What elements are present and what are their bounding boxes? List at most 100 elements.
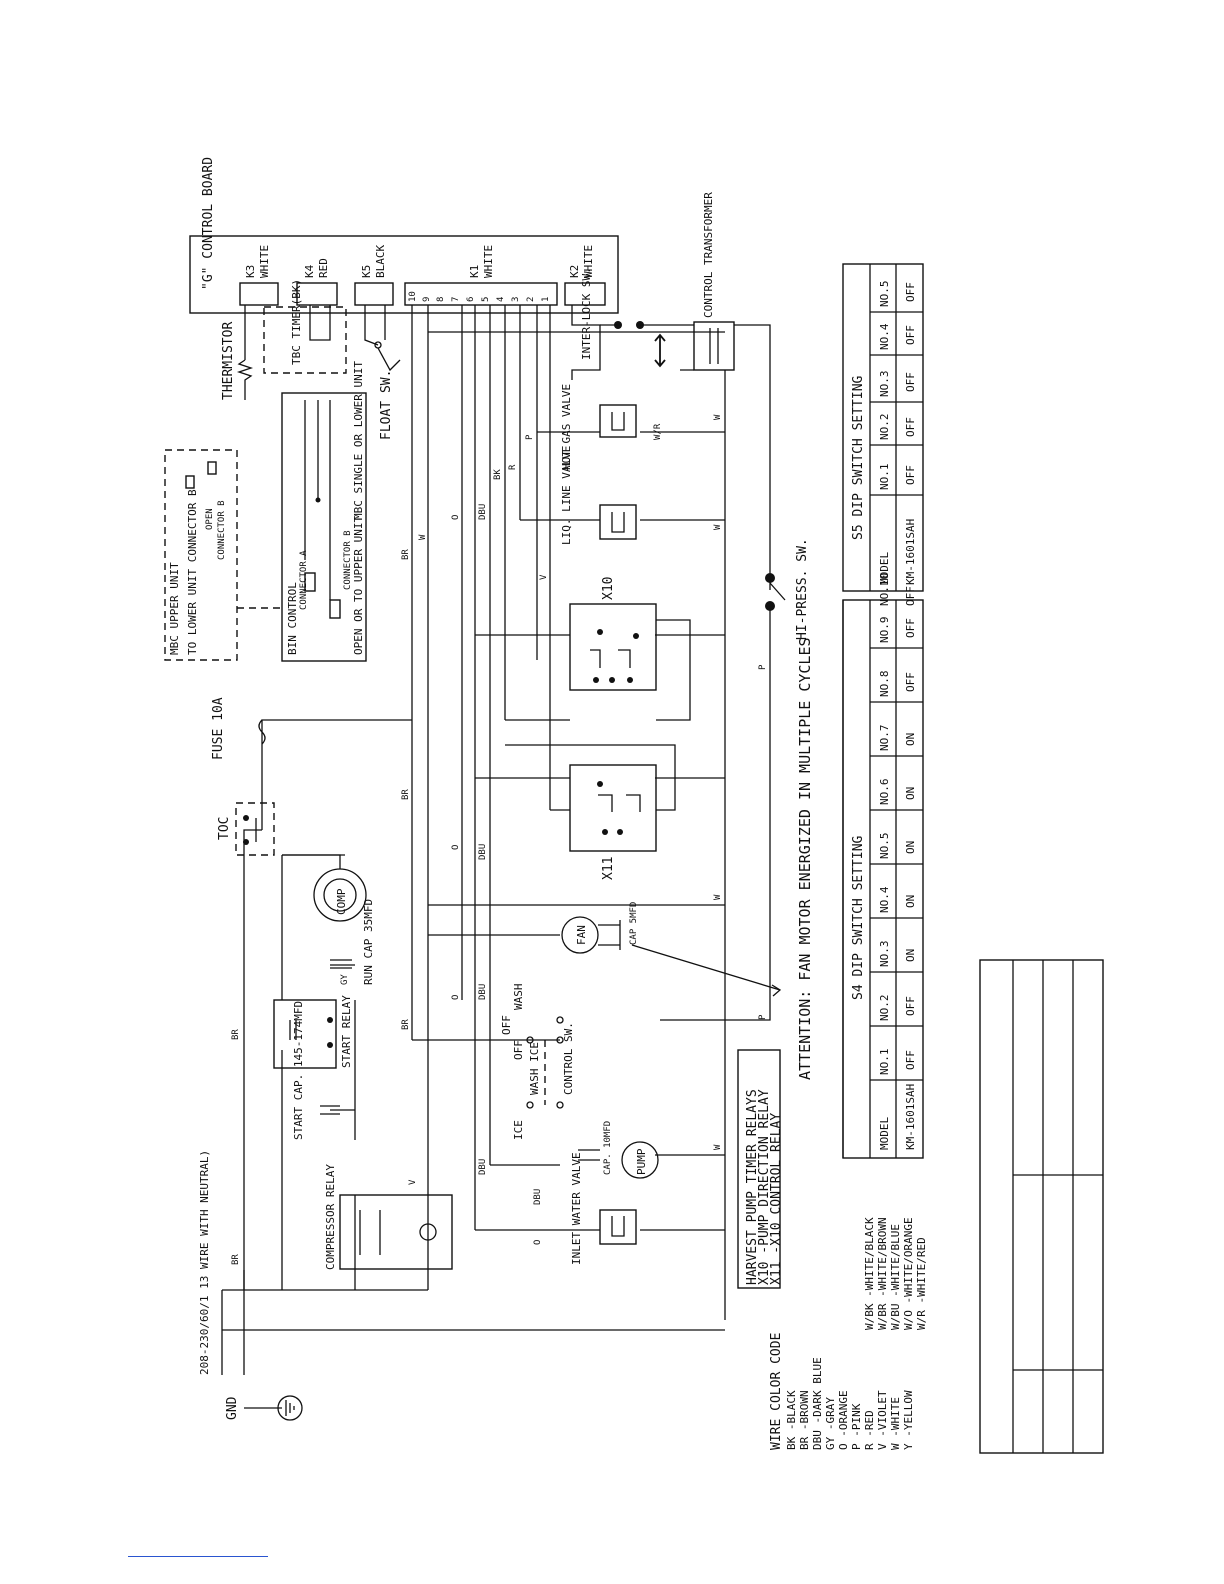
- svg-text:TBC TIMER(BK): TBC TIMER(BK): [290, 279, 303, 365]
- attention-note: ATTENTION: FAN MOTOR ENERGIZED IN MULTIP…: [796, 637, 814, 1080]
- connector-k2: [564, 282, 606, 306]
- svg-text:MBC SINGLE OR LOWER UNIT: MBC SINGLE OR LOWER UNIT: [352, 361, 365, 520]
- mbc-upper-unit: MBC UPPER UNIT TO LOWER UNIT CONNECTOR B…: [164, 449, 282, 661]
- svg-text:NO.10: NO.10: [878, 573, 891, 606]
- svg-text:NO.6: NO.6: [878, 779, 891, 806]
- svg-text:INLET WATER VALVE: INLET WATER VALVE: [570, 1152, 583, 1265]
- svg-text:R: R: [508, 464, 518, 470]
- svg-text:NO.3: NO.3: [878, 941, 891, 968]
- connector-k3-id: K3: [244, 265, 257, 278]
- float-switch: FLOAT SW.: [364, 305, 401, 440]
- svg-text:W: W: [713, 1144, 723, 1150]
- svg-text:1: 1: [541, 297, 551, 302]
- footer-rule: [128, 1556, 268, 1557]
- svg-text:2: 2: [526, 297, 536, 302]
- control-board-title: "G" CONTROL BOARD: [201, 157, 216, 290]
- svg-text:X11: X11: [601, 857, 616, 880]
- svg-text:NO.8: NO.8: [878, 671, 891, 698]
- svg-text:7: 7: [451, 297, 461, 302]
- start-relay: START RELAY: [273, 995, 353, 1069]
- svg-text:V: V: [408, 1179, 418, 1185]
- svg-text:W/O -WHITE/ORANGE: W/O -WHITE/ORANGE: [902, 1217, 915, 1330]
- tbc-timer: TBC TIMER(BK): [263, 279, 347, 374]
- svg-text:P: P: [525, 434, 535, 440]
- connector-k5: [354, 282, 394, 306]
- pump-motor: PUMP CAP. 10MFD: [578, 1121, 659, 1179]
- svg-text:OFF: OFF: [904, 282, 917, 302]
- svg-text:W/R: W/R: [653, 423, 663, 440]
- svg-text:BR: BR: [231, 1254, 241, 1265]
- svg-text:NO.7: NO.7: [878, 725, 891, 752]
- svg-text:COMP: COMP: [335, 888, 348, 915]
- svg-text:ON: ON: [904, 787, 917, 800]
- svg-text:MODEL: MODEL: [878, 1117, 891, 1150]
- svg-text:NO.4: NO.4: [878, 323, 891, 350]
- compressor-relay: COMPRESSOR RELAY: [324, 1164, 453, 1270]
- svg-text:DBU: DBU: [533, 1189, 543, 1205]
- svg-text:NO.5: NO.5: [878, 833, 891, 860]
- wire-labels: BR W O DBU BK R P V W/R W W W W BR BR O …: [231, 414, 768, 1265]
- svg-text:CAP. 10MFD: CAP. 10MFD: [603, 1121, 613, 1175]
- svg-text:X10 -PUMP DIRECTION RELAY: X10 -PUMP DIRECTION RELAY: [757, 1089, 772, 1285]
- svg-text:FLOAT SW.: FLOAT SW.: [379, 370, 394, 440]
- bin-control-panel: BIN CONTROL CONNECTOR A CONNECTOR B OPEN…: [281, 361, 367, 662]
- svg-text:BR: BR: [231, 1029, 241, 1040]
- svg-text:CONNECTOR B: CONNECTOR B: [343, 530, 353, 590]
- svg-text:LIQ. LINE VALVE: LIQ. LINE VALVE: [560, 446, 573, 545]
- svg-text:W/R -WHITE/RED: W/R -WHITE/RED: [915, 1237, 928, 1330]
- svg-text:BK -BLACK: BK -BLACK: [785, 1390, 798, 1450]
- svg-text:THERMISTOR: THERMISTOR: [221, 322, 236, 400]
- svg-text:S4 DIP SWITCH SETTING: S4 DIP SWITCH SETTING: [851, 835, 866, 1000]
- svg-text:OPEN OR TO UPPER UNIT: OPEN OR TO UPPER UNIT: [352, 516, 365, 655]
- svg-text:O: O: [451, 845, 461, 850]
- connector-k2-color: WHITE: [582, 245, 595, 278]
- svg-text:NO.3: NO.3: [878, 371, 891, 398]
- interlock-switch: INTER-LOCK SW.: [571, 267, 680, 380]
- svg-text:ON: ON: [904, 895, 917, 908]
- svg-text:ON: ON: [904, 841, 917, 854]
- svg-text:BK: BK: [493, 469, 503, 480]
- svg-text:OFF: OFF: [904, 417, 917, 437]
- connector-k5-color: BLACK: [374, 245, 387, 278]
- svg-text:OFF: OFF: [904, 325, 917, 345]
- connector-k3-color: WHITE: [258, 245, 271, 278]
- relay-x11: X11: [569, 764, 657, 880]
- svg-text:KM-1601SAH: KM-1601SAH: [904, 1084, 917, 1150]
- s5-dip-table: S5 DIP SWITCH SETTING MODEL NO.1 NO.2 NO…: [842, 263, 924, 592]
- svg-text:10: 10: [408, 291, 418, 302]
- svg-text:DBU: DBU: [478, 504, 488, 520]
- svg-text:TO LOWER UNIT CONNECTOR B: TO LOWER UNIT CONNECTOR B: [186, 489, 199, 655]
- thermistor: THERMISTOR: [221, 305, 254, 400]
- svg-text:4: 4: [496, 297, 506, 302]
- connector-k1-id: K1: [468, 265, 481, 278]
- wire-color-code: WIRE COLOR CODE BK -BLACK BR -BROWN DBU …: [769, 1217, 928, 1450]
- svg-text:NO.5: NO.5: [878, 281, 891, 308]
- run-capacitor: RUN CAP 35MFD: [330, 899, 375, 985]
- svg-text:P: P: [758, 664, 768, 670]
- svg-text:W: W: [713, 414, 723, 420]
- svg-text:W: W: [713, 894, 723, 900]
- svg-text:NO.2: NO.2: [878, 995, 891, 1022]
- svg-text:9: 9: [422, 297, 432, 302]
- svg-text:W: W: [713, 524, 723, 530]
- svg-text:OFF: OFF: [904, 672, 917, 692]
- connector-k1: [404, 282, 558, 306]
- title-block: [979, 959, 1104, 1454]
- control-switch: OFF ICE WASH OFF WASH ICE CONTROL SW.: [500, 984, 575, 1141]
- svg-text:O: O: [533, 1240, 543, 1245]
- svg-text:OFF: OFF: [904, 996, 917, 1016]
- svg-text:WASH: WASH: [512, 984, 525, 1011]
- svg-text:S5 DIP SWITCH SETTING: S5 DIP SWITCH SETTING: [851, 375, 866, 540]
- connector-k2-id: K2: [568, 265, 581, 278]
- svg-text:DBU -DARK BLUE: DBU -DARK BLUE: [811, 1357, 824, 1450]
- svg-text:OFF: OFF: [512, 1040, 525, 1060]
- svg-text:OPEN: OPEN: [205, 508, 215, 530]
- svg-text:OFF: OFF: [500, 1015, 513, 1035]
- x10-interconnect: [505, 619, 691, 721]
- svg-text:GY: GY: [340, 974, 350, 985]
- svg-text:ON: ON: [904, 733, 917, 746]
- fan-motor: FAN CAP 5MFD: [561, 902, 782, 997]
- svg-text:MBC UPPER UNIT: MBC UPPER UNIT: [168, 562, 181, 655]
- svg-text:WIRE COLOR CODE: WIRE COLOR CODE: [769, 1333, 784, 1450]
